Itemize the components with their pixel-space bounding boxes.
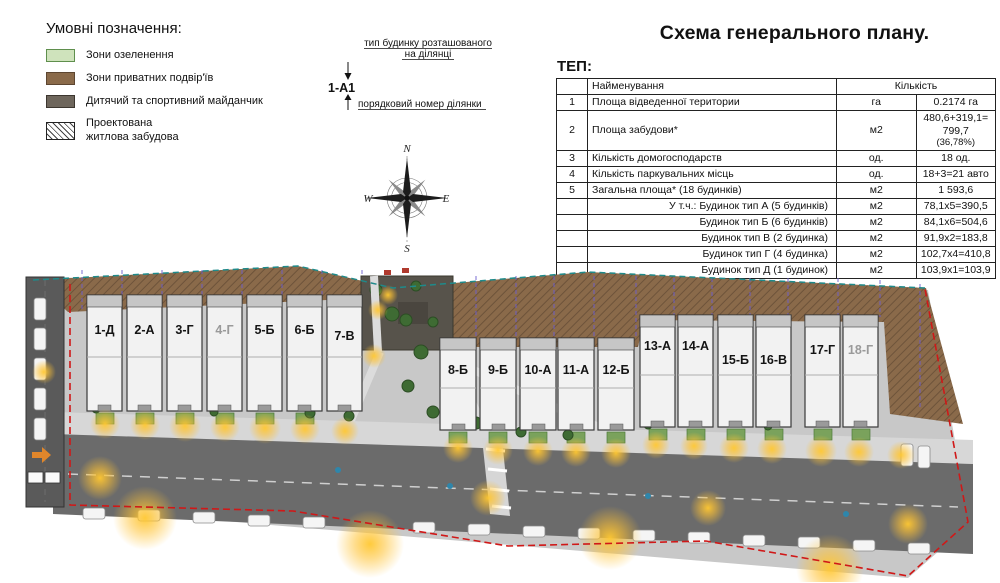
table-row: 3 Кількість домогосподарств од. 18 од. xyxy=(556,149,996,167)
legend-item-label: Дитячий та спортивний майданчик xyxy=(86,94,263,107)
house-16: 16-В xyxy=(755,314,792,428)
table-row: Будинок тип Б (6 будинків) м2 84,1х6=504… xyxy=(556,213,996,231)
house-label: 14-А xyxy=(682,339,709,353)
house-3: 3-Г xyxy=(166,294,203,412)
callout-top-label: тип будинку розташованого xyxy=(364,37,492,49)
compass-east: E xyxy=(442,193,450,205)
legend: Умовні позначення: Зони озеленення Зони … xyxy=(46,20,276,154)
legend-item-label: Зони приватних подвір'їв xyxy=(86,71,214,84)
plot-label-callout: тип будинку розташованого на ділянці 1-А… xyxy=(328,37,492,110)
house-label: 8-Б xyxy=(448,363,468,377)
road-centerline xyxy=(67,473,959,508)
site-boundary-line xyxy=(69,284,969,577)
page-title: Схема генерального плану. xyxy=(659,22,930,44)
house-8: 8-Б xyxy=(439,337,477,431)
compass-west: W xyxy=(363,193,373,205)
street-lamp-glows xyxy=(32,285,928,582)
house-label: 15-Б xyxy=(722,353,749,367)
site-plan: 1-Д 2-А 3-Г 4-Г 5-Б 6-Б 7-В 8-Б 9-Б 10-А… xyxy=(25,265,973,582)
house-label: 10-А xyxy=(524,363,551,377)
house-label: 1-Д xyxy=(94,323,114,337)
house-10: 10-А xyxy=(519,337,557,431)
house-18: 18-Г xyxy=(842,314,879,428)
legend-item-label: Проектована житлова забудова xyxy=(86,117,179,143)
houses-middle-row: 8-Б 9-Б 10-А 11-А 12-Б xyxy=(439,337,635,431)
compass-south: S xyxy=(404,243,410,254)
tep-header-row: Найменування Кількість xyxy=(556,78,996,95)
tep-table: Найменування Кількість 1 Площа відведенн… xyxy=(556,78,996,279)
house-5: 5-Б xyxy=(246,294,283,412)
house-17: 17-Г xyxy=(804,314,841,428)
rear-boundary-line xyxy=(32,265,926,289)
house-9: 9-Б xyxy=(479,337,517,431)
table-row: 1 Площа відведенної територии га 0.2174 … xyxy=(556,94,996,111)
playground-swatch xyxy=(46,94,75,108)
callout-top-label-2: на ділянці xyxy=(405,49,452,60)
house-1: 1-Д xyxy=(86,294,123,412)
house-label: 6-Б xyxy=(294,323,314,337)
legend-item-playground: Дитячий та спортивний майданчик xyxy=(46,95,276,109)
callout-bottom-label: порядковий номер ділянки xyxy=(358,99,482,110)
houses-right-row: 13-А 14-А 15-Б 16-В 17-Г 18-Г xyxy=(639,314,879,428)
utility-markers xyxy=(335,268,849,517)
legend-item-private-yards: Зони приватних подвір'їв xyxy=(46,72,276,86)
house-label: 3-Г xyxy=(175,323,193,337)
legend-item-label: Зони озеленення xyxy=(86,49,174,61)
private-yards-swatch xyxy=(46,72,75,86)
road xyxy=(53,434,973,554)
projected-buildings-swatch xyxy=(46,122,75,140)
house-12: 12-Б xyxy=(597,337,635,431)
arrow-down-icon xyxy=(344,62,352,80)
greenery-swatch xyxy=(46,49,75,63)
arrow-up-icon xyxy=(344,94,352,110)
legend-item-projected-buildings: Проектована житлова забудова xyxy=(46,117,276,145)
col-header-name: Найменування xyxy=(587,78,837,95)
house-label: 5-Б xyxy=(254,323,274,337)
compass-north: N xyxy=(402,143,411,155)
legend-title: Умовні позначення: xyxy=(46,20,182,37)
table-row: Будинок тип Г (4 будинка) м2 102,7х4=410… xyxy=(556,245,996,263)
house-label: 2-А xyxy=(134,323,154,337)
house-7: 7-В xyxy=(326,294,363,412)
col-header-qty: Кількість xyxy=(836,78,996,95)
plot-code: 1-А1 xyxy=(328,81,355,95)
direction-arrow-icon xyxy=(32,447,51,463)
legend-item-greenery: Зони озеленення xyxy=(46,49,276,63)
house-label: 11-А xyxy=(563,363,589,377)
house-label: 4-Г xyxy=(215,323,233,337)
table-row: У т.ч.: Будинок тип А (5 будинків) м2 78… xyxy=(556,197,996,215)
table-row: 4 Кількість паркувальних місць од. 18+3=… xyxy=(556,165,996,183)
house-4: 4-Г xyxy=(206,294,243,412)
house-label: 7-В xyxy=(334,329,354,343)
house-6: 6-Б xyxy=(286,294,323,412)
house-label: 17-Г xyxy=(810,343,835,357)
house-label: 9-Б xyxy=(488,363,508,377)
house-14: 14-А xyxy=(677,314,714,428)
house-label: 16-В xyxy=(760,353,787,367)
compass-rose-icon: N E S W xyxy=(363,143,450,254)
table-row: 2 Площа забудови* м2 480,6+319,1= 799,7 … xyxy=(556,110,996,151)
table-row: 5 Загальна площа* (18 будинків) м2 1 593… xyxy=(556,181,996,199)
house-label: 18-Г xyxy=(848,343,873,357)
tep-heading: ТЕП: xyxy=(557,58,592,75)
house-11: 11-А xyxy=(557,337,595,431)
house-label: 13-А xyxy=(644,339,671,353)
houses-left-row: 1-Д 2-А 3-Г 4-Г 5-Б 6-Б 7-В xyxy=(86,294,363,412)
house-label: 12-Б xyxy=(602,363,629,377)
left-access-lane xyxy=(25,276,65,508)
table-row: Будинок тип В (2 будинка) м2 91,9х2=183,… xyxy=(556,229,996,247)
house-15: 15-Б xyxy=(717,314,754,428)
house-13: 13-А xyxy=(639,314,676,428)
house-2: 2-А xyxy=(126,294,163,412)
